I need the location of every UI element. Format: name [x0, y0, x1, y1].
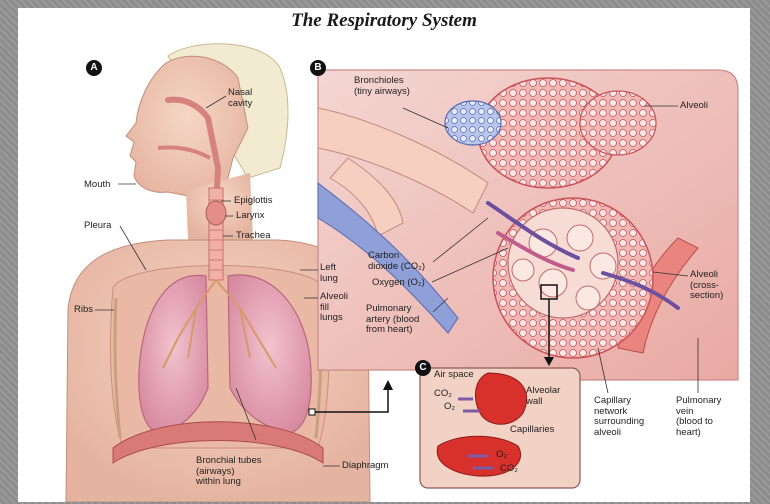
label-air-space: Air space	[434, 370, 474, 381]
diagram-sheet: The Respiratory System	[18, 8, 750, 502]
label-alveoli: Alveoli	[680, 101, 708, 112]
label-trachea: Trachea	[236, 231, 271, 242]
label-alveolar-wall: Alveolar wall	[526, 386, 560, 407]
label-bronchial-tubes: Bronchial tubes (airways) within lung	[196, 456, 261, 488]
label-capillary-network: Capillary network surrounding alveoli	[594, 396, 644, 438]
label-alveoli-cross-section: Alveoli (cross- section)	[690, 270, 723, 302]
label-nasal-cavity: Nasal cavity	[228, 88, 252, 109]
label-ribs: Ribs	[74, 305, 93, 316]
label-epiglottis: Epiglottis	[234, 196, 273, 207]
label-o2-top: O₂	[444, 402, 455, 413]
label-mouth: Mouth	[84, 180, 110, 191]
label-capillaries: Capillaries	[510, 425, 554, 436]
label-left-lung: Left lung	[320, 263, 338, 284]
label-carbon-dioxide: Carbon dioxide (CO₂)	[368, 251, 425, 272]
panel-letter-a: A	[86, 60, 102, 76]
label-diaphragm: Diaphragm	[342, 461, 388, 472]
label-pulmonary-vein: Pulmonary vein (blood to heart)	[676, 396, 721, 438]
label-larynx: Larynx	[236, 211, 265, 222]
label-alveoli-fill-lungs: Alveoli fill lungs	[320, 292, 348, 324]
label-co2-top: CO₂	[434, 389, 452, 400]
label-pulmonary-artery: Pulmonary artery (blood from heart)	[366, 304, 419, 336]
label-o2-bottom: O₂	[496, 450, 507, 461]
label-co2-bottom: CO₂	[500, 464, 518, 475]
panel-letter-c: C	[415, 360, 431, 376]
label-pleura: Pleura	[84, 221, 111, 232]
panel-letter-b: B	[310, 60, 326, 76]
label-oxygen: Oxygen (O₂)	[372, 278, 425, 289]
label-bronchioles: Bronchioles (tiny airways)	[354, 76, 410, 97]
